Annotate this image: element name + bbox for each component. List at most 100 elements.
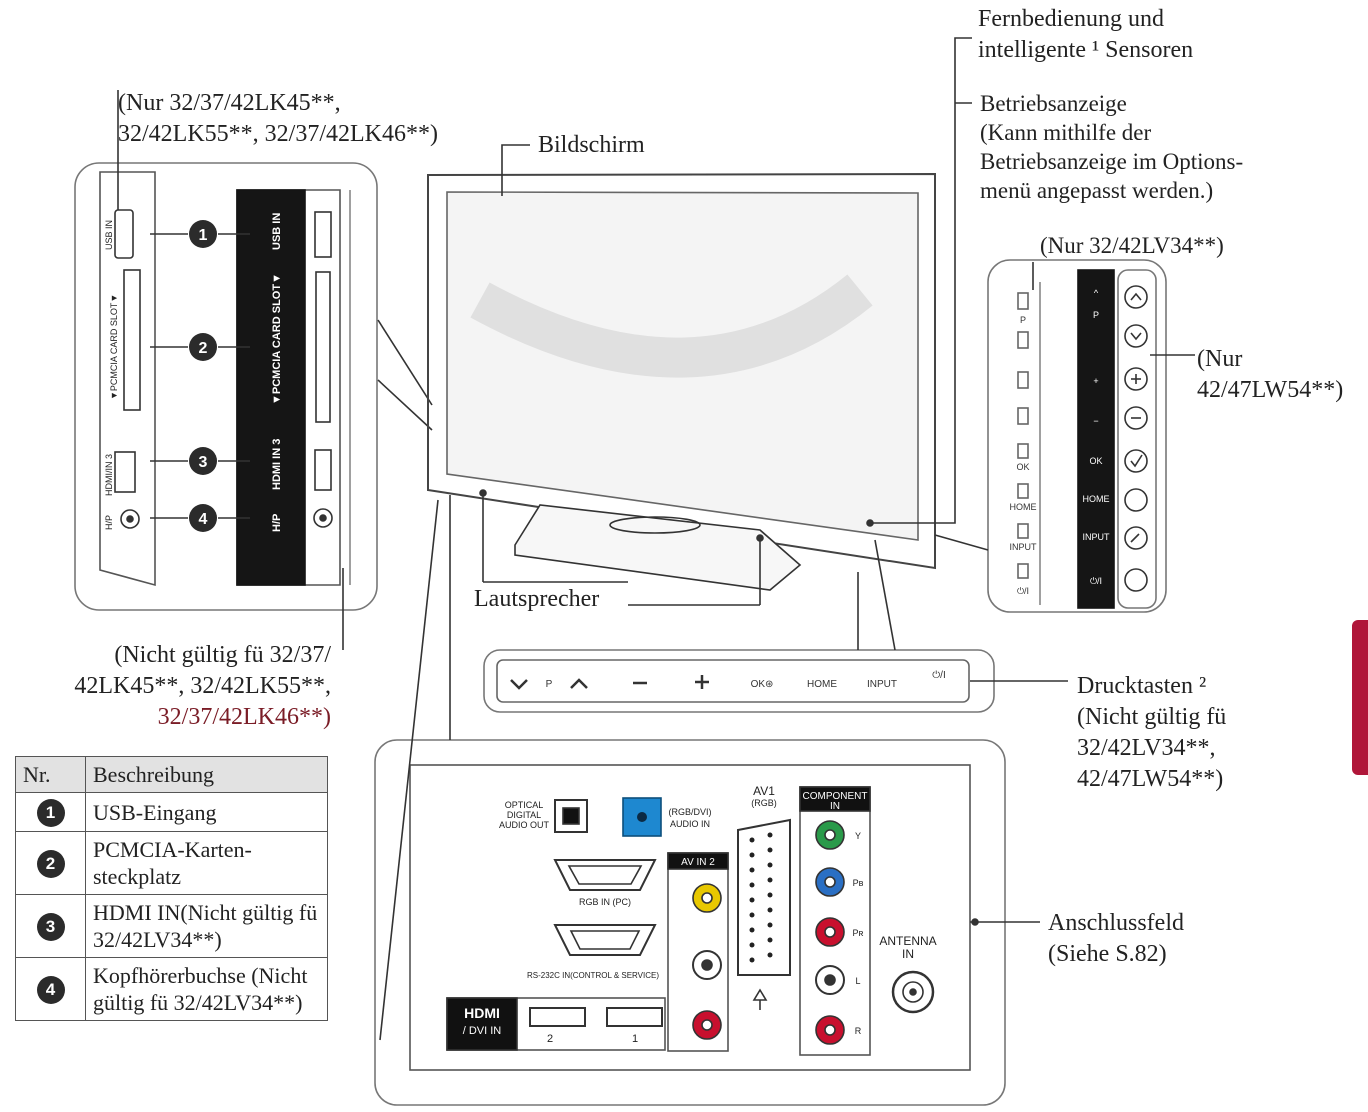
side-left-usb-label: USB IN [104,220,114,250]
component-r-label: R [855,1026,862,1036]
table-header-row: Nr. Beschreibung [15,756,328,793]
component-label-1: COMPONENT [803,791,868,802]
optical-label-3: AUDIO OUT [499,820,550,830]
optical-label-2: DIGITAL [507,810,541,820]
row-description: USB-Eingang [85,792,328,832]
table-header-beschreibung: Beschreibung [85,756,328,793]
side-panel-black-strip [236,189,306,586]
keypad-square-buttons [1017,292,1029,579]
keypad-black-strip [1077,269,1115,609]
hdmi-port-2 [529,1007,586,1027]
callout-4: 4 [199,511,208,528]
callout-1: 1 [199,227,208,244]
av-in2-label: AV IN 2 [681,857,715,868]
side-right-hp-label: H/P [271,514,283,532]
strip-home-label: HOME [807,679,837,690]
component-l-label: L [855,976,860,986]
table-row: 3 HDMI IN(Nicht gültig fü 32/42LV34**) [15,894,328,958]
side-right-usb-label: USB IN [271,213,283,250]
keypad-strip-up: ^ [1094,288,1099,298]
rgb-in-label: RGB IN (PC) [579,897,631,907]
keypad-box [987,259,1167,613]
row-number-badge: 3 [36,913,65,941]
antenna-label-1: ANTENNA [879,934,936,948]
keypad-strip-p: P [1093,310,1099,320]
strip-ok-label: OK⊛ [751,679,774,690]
side-right-pcmcia-label: ▼PCMCIA CARD SLOT▼ [271,273,283,405]
rgb-in-port [553,859,657,891]
keypad-strip-home: HOME [1083,494,1110,504]
side-right-hdmi-label: HDMI IN 3 [271,439,283,490]
callout-2: 2 [199,340,208,357]
pcmcia-slot-right [315,271,331,423]
row-description: Kopfhörerbuchse (Nicht gültig fü 32/42LV… [85,957,328,1021]
usb-port-left [114,209,134,259]
table-row: 2 PCMCIA-Karten-steckplatz [15,831,328,895]
hdmi-port-2-label: 2 [547,1033,553,1045]
row-description: PCMCIA-Karten-steckplatz [85,831,328,895]
usb-port-right [314,211,332,258]
side-panel-box [74,162,378,611]
label-drucktasten: Drucktasten ² (Nicht gültig fü 32/42LV34… [1077,673,1227,792]
description-table: Nr. Beschreibung 1 USB-Eingang 2 PCMCIA-… [15,756,328,1021]
optical-port [554,799,588,833]
label-nicht-gueltig: (Nicht gültig fü 32/37/ 42LK45**, 32/42L… [74,642,331,730]
component-label-2: IN [830,801,840,812]
label-nur-lv34: (Nur 32/42LV34**) [1040,233,1224,258]
keypad-strip-minus: − [1093,416,1098,426]
rs232-label: RS-232C IN(CONTROL & SERVICE) [527,971,659,980]
hdmi-port-1-label: 1 [632,1033,638,1045]
keypad-home-label: HOME [1010,502,1037,512]
component-pr-label: Pʀ [853,928,864,938]
optical-label-1: OPTICAL [505,800,544,810]
strip-input-label: INPUT [867,679,897,690]
table-header-nr: Nr. [15,756,86,793]
av1-rgb-label: (RGB) [751,798,777,808]
pcmcia-slot-left [123,269,141,411]
keypad-p-label: P [1020,315,1026,325]
keypad-strip-power: ⏻/I [1090,576,1102,586]
row-number-badge: 2 [36,850,65,878]
table-row: 1 USB-Eingang [15,792,328,832]
keypad-strip-input: INPUT [1083,532,1111,542]
strip-p-label: P [546,679,553,690]
side-left-hdmi-label: HDMI/IN 3 [104,454,114,496]
side-panel-left-slab [99,171,156,587]
side-left-pcmcia-label: ▼PCMCIA CARD SLOT▼ [109,294,119,400]
rgb-audio-label-1: (RGB/DVI) [668,807,711,817]
row-number-badge: 1 [36,799,65,827]
antenna-label-2: IN [902,947,914,961]
table-row: 4 Kopfhörerbuchse (Nicht gültig fü 32/42… [15,957,328,1021]
strip-power-label: ⏻/I [932,670,945,681]
headphone-jack-right [313,508,333,528]
hdmi-logo-label: HDMI [464,1005,500,1021]
label-bildschirm: Bildschirm [538,132,645,158]
callout-3: 3 [199,454,208,471]
side-left-hp-label: H/P [104,515,114,530]
label-nur-lw54: (Nur 42/47LW54**) [1197,346,1344,403]
keypad-round-buttons [1124,285,1148,592]
label-betriebsanzeige: Betriebsanzeige (Kann mithilfe der Betri… [980,91,1244,203]
keypad-input-label: INPUT [1010,542,1038,552]
rs232-port [553,924,657,956]
headphone-jack-left [120,509,140,529]
row-description: HDMI IN(Nicht gültig fü 32/42LV34**) [85,894,328,958]
top-left-note: (Nur 32/37/42LK45**, 32/42LK55**, 32/37/… [118,90,438,147]
label-lautsprecher: Lautsprecher [474,586,600,612]
hdmi-port-right [314,449,332,491]
scart-port [737,818,791,976]
rear-panel-inner [409,764,971,1071]
hdmi-port-left [114,451,136,493]
component-pb-label: Pʙ [853,878,864,888]
keypad-strip-plus: + [1093,376,1098,386]
rgb-audio-label-2: AUDIO IN [670,819,710,829]
keypad-power-label: ⏻/I [1017,586,1029,596]
label-fernbedienung: Fernbedienung und intelligente ¹ Sensore… [978,6,1194,63]
av1-label: AV1 [753,784,775,798]
callout-circles [189,220,217,532]
hdmi-dvi-label: / DVI IN [463,1025,502,1037]
keypad-ok-label: OK [1016,462,1029,472]
label-anschlussfeld: Anschlussfeld (Siehe S.82) [1048,910,1184,967]
row-number-badge: 4 [36,976,65,1004]
